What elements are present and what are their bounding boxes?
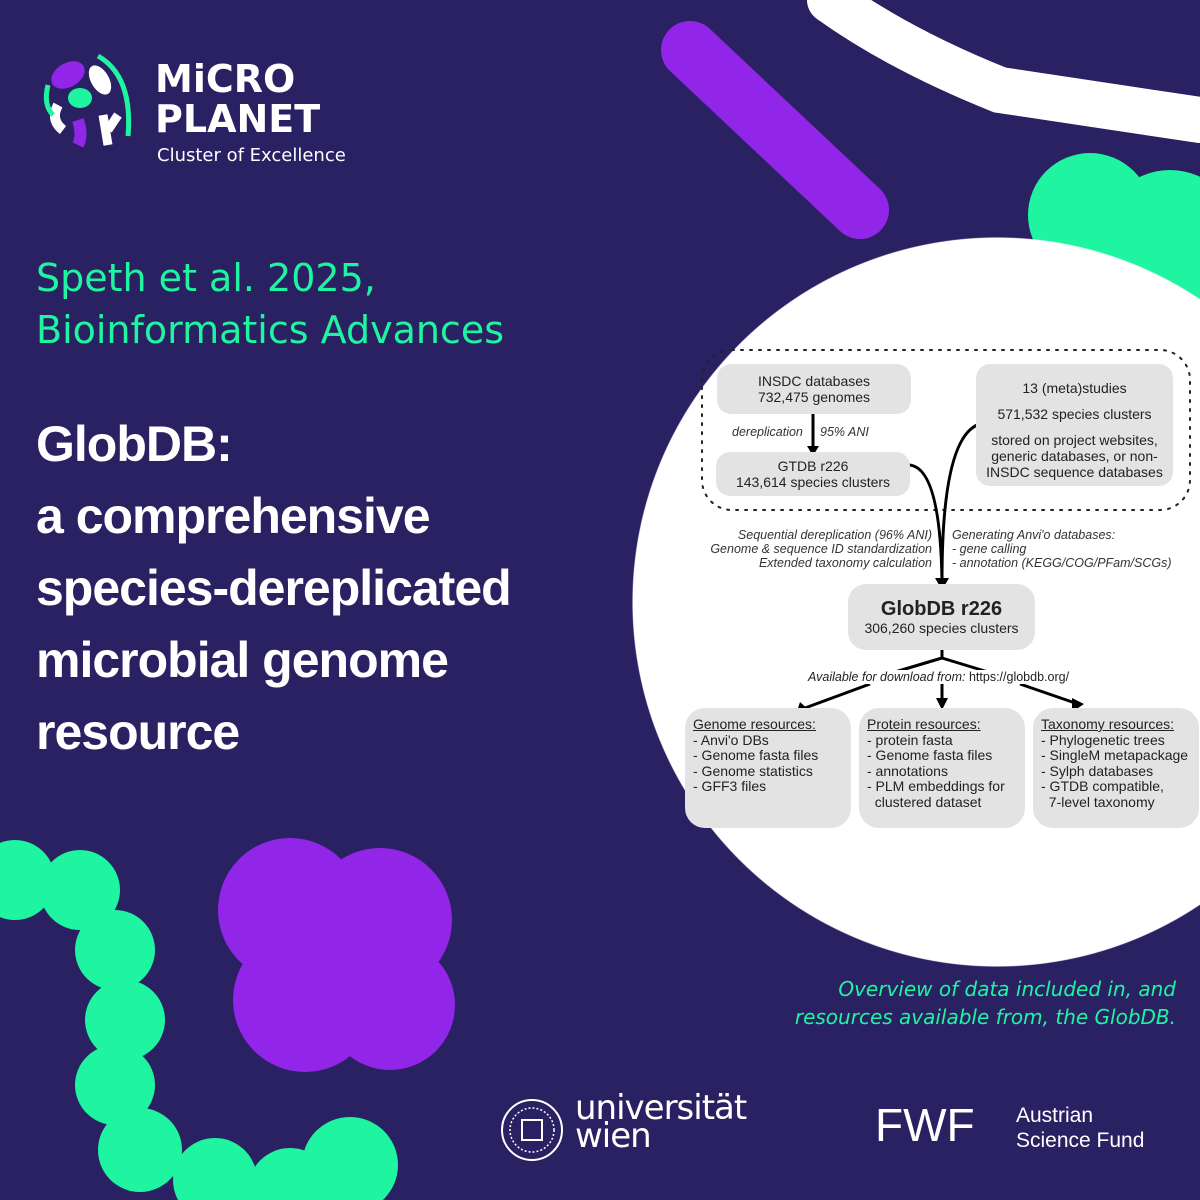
title-line: species-dereplicated: [36, 560, 512, 616]
university-name: universität wien: [575, 1088, 747, 1156]
fwf-logo: FWF: [875, 1099, 975, 1151]
process-step: Sequential dereplication (96% ANI): [737, 528, 932, 542]
resource-item: - SingleM metapackage: [1041, 747, 1189, 763]
resource-title: Protein resources:: [867, 716, 981, 732]
fwf-line: Austrian: [1016, 1104, 1094, 1127]
resource-item: - annotations: [867, 762, 948, 779]
gtdb-count: 143,614 species clusters: [735, 474, 891, 490]
fwf-line: Science Fund: [1016, 1129, 1145, 1152]
resource-item: - protein fasta: [867, 731, 953, 748]
process-step: - annotation (KEGG/COG/PFam/SCGs): [952, 556, 1172, 570]
globdb-count: 306,260 species clusters: [864, 620, 1019, 636]
university-line: wien: [575, 1116, 652, 1156]
logo-line-2: PLANET: [155, 97, 321, 141]
fwf-name: Austrian Science Fund: [1016, 1103, 1144, 1153]
genome-resources-box: Genome resources: - Anvi'o DBs - Genome …: [685, 708, 851, 828]
resource-item: - Genome fasta files: [693, 747, 819, 763]
resource-item: - Phylogenetic trees: [1041, 731, 1165, 748]
caption-line: Overview of data included in, and: [838, 977, 1176, 1001]
page-title: GlobDB: a comprehensive species-dereplic…: [36, 408, 512, 768]
process-step: Extended taxonomy calculation: [758, 556, 932, 570]
insdc-box: INSDC databases 732,475 genomes: [717, 364, 911, 414]
download-label: Available for download from:: [808, 670, 966, 684]
figure-caption: Overview of data included in, and resour…: [795, 975, 1176, 1031]
process-left: Sequential dereplication (96% ANI) Genom…: [688, 528, 932, 570]
microplanet-logo: [38, 50, 140, 156]
taxonomy-resources-box: Taxonomy resources: - Phylogenetic trees…: [1033, 708, 1199, 828]
university-line: universität: [575, 1088, 747, 1128]
process-step: - gene calling: [952, 542, 1027, 556]
logo-subtitle: Cluster of Excellence: [157, 145, 346, 166]
resource-item: - Anvi'o DBs: [693, 731, 769, 748]
resource-item: - GFF3 files: [693, 778, 767, 794]
resource-item: 7-level taxonomy: [1041, 793, 1155, 810]
ani-label: 95% ANI: [820, 425, 869, 439]
globdb-label: GlobDB r226: [880, 598, 1003, 620]
protein-resources-box: Protein resources: - protein fasta - Gen…: [859, 708, 1025, 828]
resource-title: Genome resources:: [693, 716, 816, 732]
purple-clover-shape: [218, 838, 455, 1072]
globdb-box: GlobDB r226 306,260 species clusters: [848, 584, 1035, 650]
green-chain-shape: [0, 840, 398, 1200]
globe-logo-icon: [43, 53, 132, 148]
download-line: Available for download from: https://glo…: [806, 670, 1072, 684]
university-vienna-logo: [500, 1098, 564, 1166]
resource-item: - GTDB compatible,: [1041, 778, 1164, 794]
studies-box: 13 (meta)studies 571,532 species cluster…: [976, 364, 1173, 486]
process-step: Generating Anvi'o databases:: [952, 528, 1116, 542]
title-line: resource: [36, 704, 240, 760]
white-chain-shape: [807, 0, 1200, 143]
dereplication-label: dereplication: [732, 425, 803, 439]
title-line: microbial genome: [36, 632, 449, 688]
insdc-label: INSDC databases: [757, 373, 871, 389]
studies-note: stored on project websites,: [991, 432, 1158, 448]
reference-authors: Speth et al. 2025,: [36, 256, 376, 300]
caption-line: resources available from, the GlobDB.: [794, 1005, 1176, 1029]
download-link[interactable]: https://globdb.org/: [968, 670, 1070, 684]
resource-item: - Sylph databases: [1041, 762, 1154, 779]
title-line: a comprehensive: [36, 488, 431, 544]
gtdb-label: GTDB r226: [777, 458, 849, 474]
resource-item: - PLM embeddings for: [867, 778, 1005, 794]
reference-journal: Bioinformatics Advances: [36, 308, 505, 352]
studies-count: 571,532 species clusters: [997, 406, 1152, 422]
gtdb-box: GTDB r226 143,614 species clusters: [716, 452, 910, 496]
studies-note: generic databases, or non-: [991, 448, 1158, 464]
reference: Speth et al. 2025, Bioinformatics Advanc…: [36, 252, 504, 356]
globdb-overview-diagram: INSDC databases 732,475 genomes dereplic…: [680, 340, 1200, 840]
studies-label: 13 (meta)studies: [1022, 380, 1127, 396]
resource-title: Taxonomy resources:: [1041, 716, 1175, 732]
studies-note: INSDC sequence databases: [986, 464, 1163, 480]
process-step: Genome & sequence ID standardization: [710, 542, 932, 556]
university-seal-icon: [501, 1099, 563, 1161]
resource-item: - Genome statistics: [693, 762, 813, 779]
title-line: GlobDB:: [36, 416, 233, 472]
purple-rod-shape: [661, 21, 889, 239]
resource-item: - Genome fasta files: [867, 747, 993, 763]
process-right: Generating Anvi'o databases: - gene call…: [952, 528, 1172, 570]
resource-item: clustered dataset: [867, 793, 982, 810]
logo-line-1: MiCRO: [155, 57, 296, 101]
insdc-count: 732,475 genomes: [757, 389, 871, 405]
